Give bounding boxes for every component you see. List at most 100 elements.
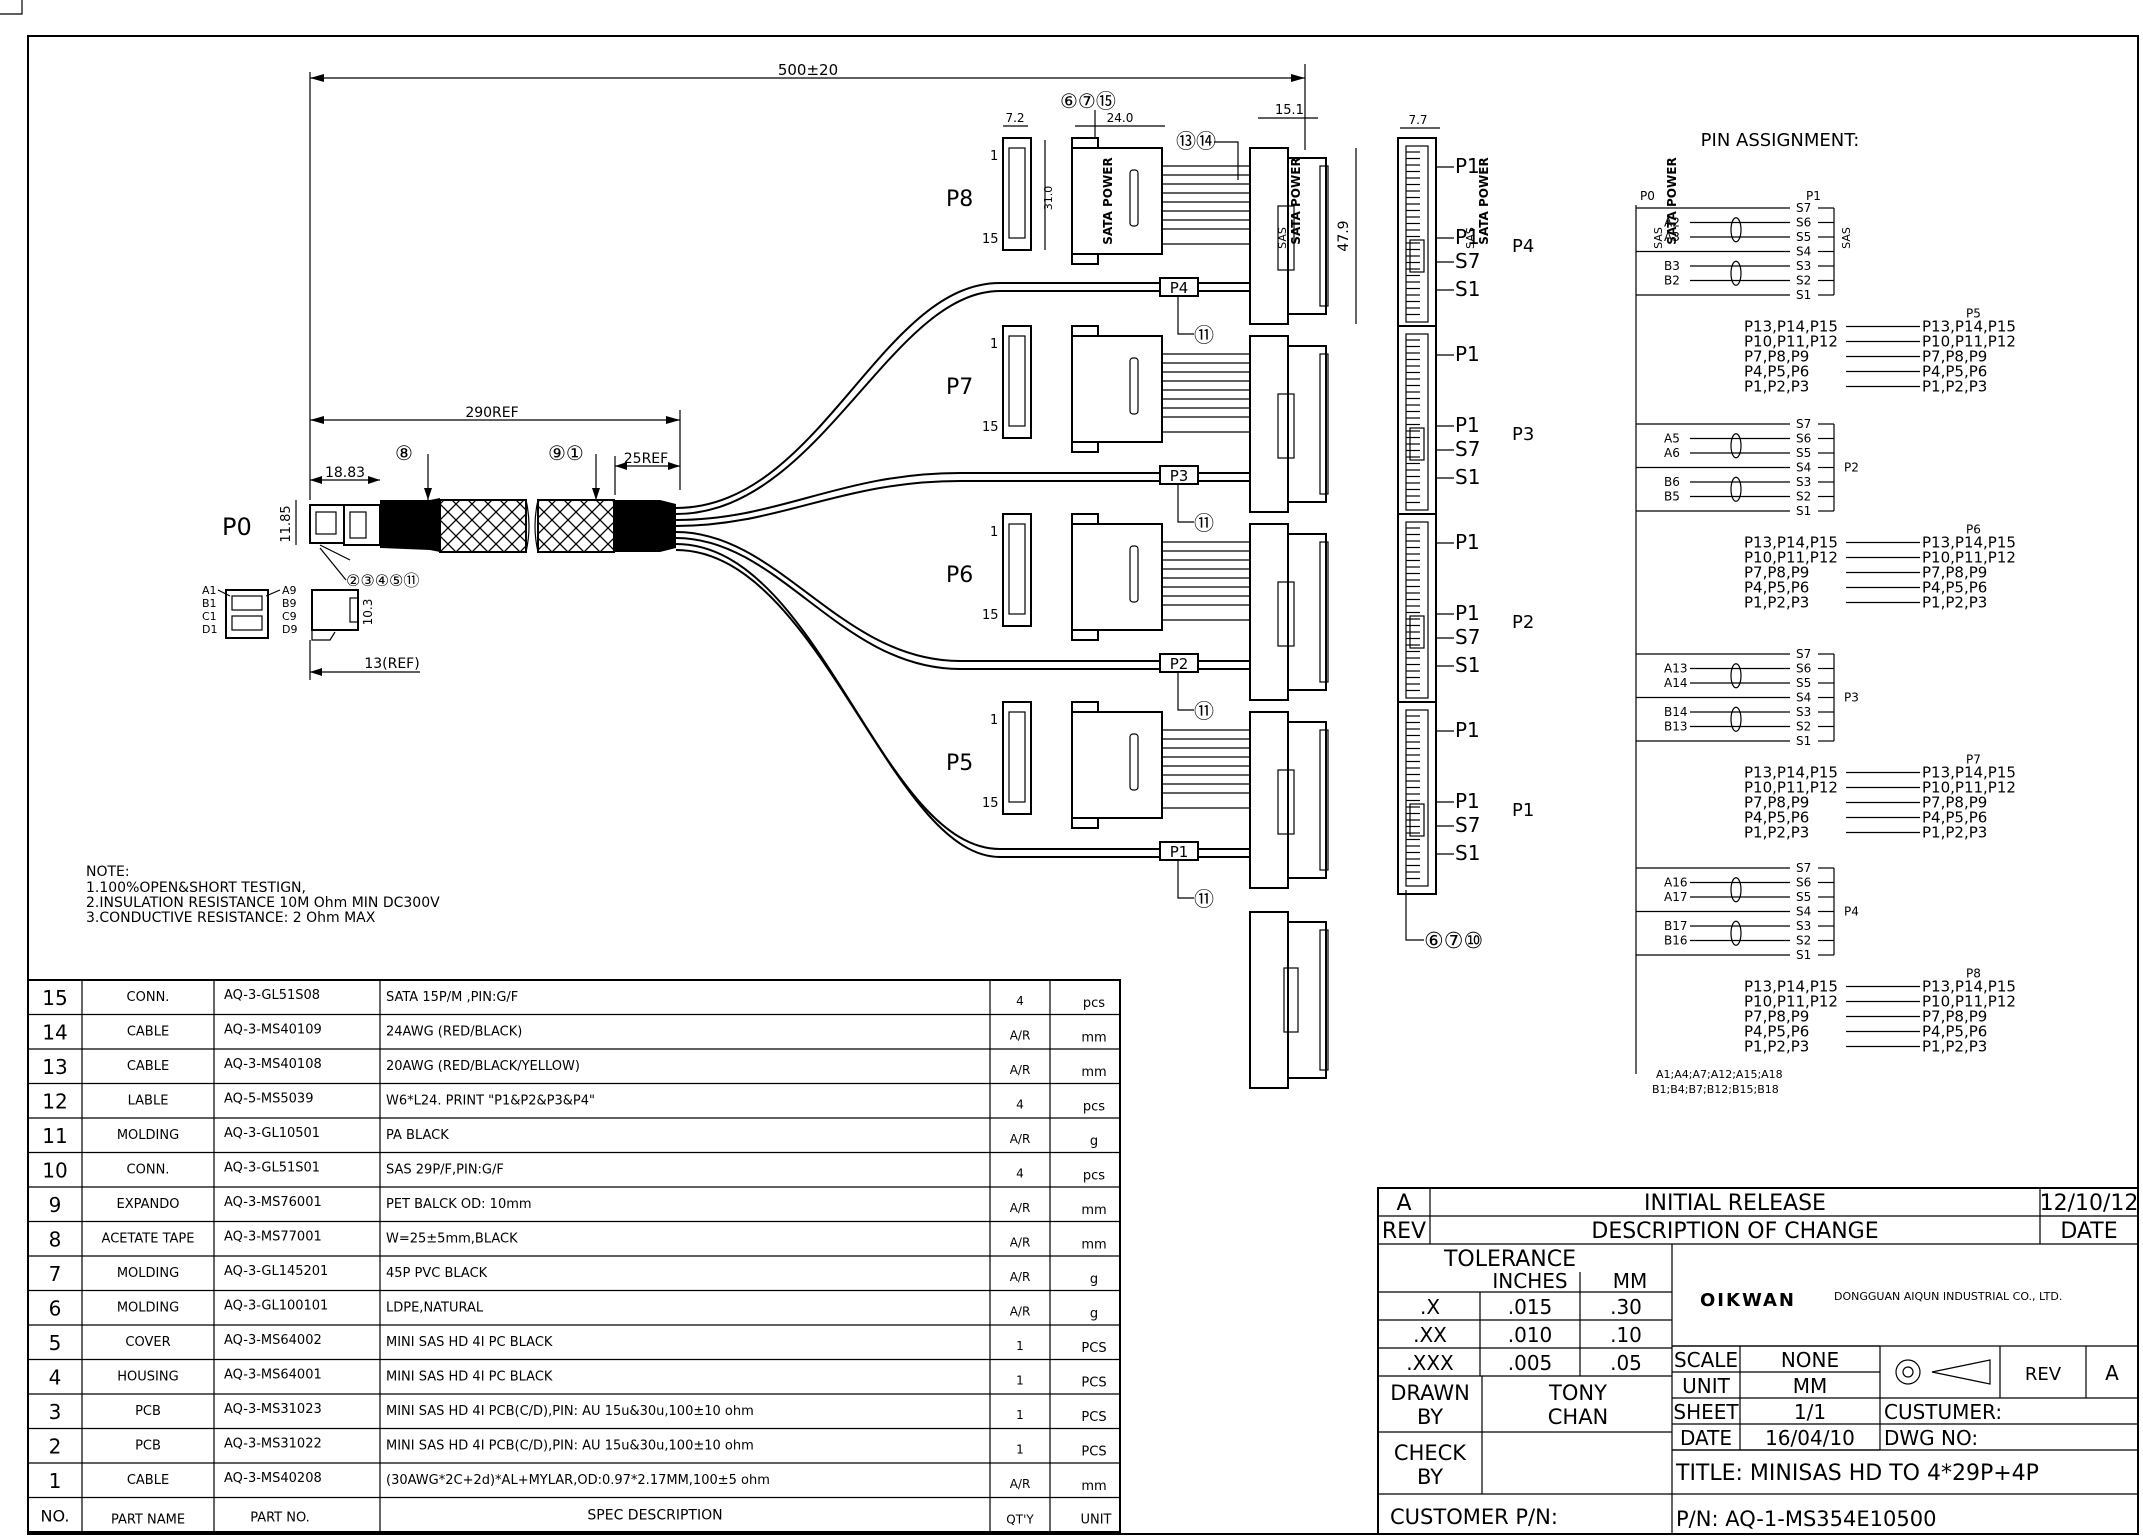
sas-side-inner (1405, 333, 1429, 511)
tb-tol-mm: .05 (1610, 1351, 1642, 1375)
bom-header-part: PART NO. (250, 1511, 310, 1526)
tb-inches: INCHES (1492, 1269, 1567, 1293)
sata-latch-top (1071, 513, 1099, 525)
sata-latch-bottom (1071, 629, 1099, 641)
power-row-right: P1,P2,P3 (1922, 378, 1987, 396)
sas-key (1409, 803, 1425, 837)
d-10-3-label: 10.3 (361, 599, 375, 626)
s-pin-label: S3 (1796, 919, 1811, 933)
power-row-left: P7,P8,P9 (1744, 348, 1809, 366)
power-label-p5: P5 (946, 751, 973, 776)
power-label-p6: P6 (946, 563, 973, 588)
p0-label: P0 (222, 513, 252, 541)
sas-pin-p1: P1 (1455, 342, 1480, 366)
sas-label-box (1277, 205, 1295, 271)
tb-field-label: UNIT (1682, 1374, 1730, 1398)
tb-pn: P/N: AQ-1-MS354E10500 (1676, 1507, 1936, 1531)
ground-pins-a: A1;A4;A7;A12;A15;A18 (1656, 1068, 1783, 1081)
note-line-1: 1.100%OPEN&SHORT TESTIGN, (86, 880, 306, 896)
bom-no: 10 (42, 1159, 67, 1183)
balloon-11: ⑪ (1194, 511, 1214, 535)
power-row-right: P4,P5,P6 (1922, 1023, 1987, 1041)
bom-qty: 4 (1016, 994, 1024, 1008)
s-pin-label: S1 (1796, 504, 1811, 518)
sas-side-view (1397, 513, 1437, 707)
sas-side-view (1397, 701, 1437, 895)
bom-header-no: NO. (41, 1507, 70, 1526)
tb-check-label-2: BY (1417, 1465, 1443, 1489)
sas-pin-p1: P1 (1455, 154, 1480, 178)
bom-unit: PCS (1081, 1445, 1106, 1460)
balloon-6-7-15: ⑥⑦⑮ (1060, 89, 1116, 113)
title-block-frame (1377, 1187, 2139, 1535)
power-row-right: P10,P11,P12 (1922, 779, 2016, 797)
power-row-right: P13,P14,P15 (1922, 764, 2016, 782)
balloon-11-leader (1177, 672, 1194, 711)
dimension-18-83: 18.83 (310, 465, 380, 484)
bom-part-no: AQ-3-MS40109 (224, 1023, 322, 1038)
tb-rev-letter: A (1396, 1191, 1411, 1216)
bom-no: 13 (42, 1055, 67, 1079)
tb-tol-in: .010 (1508, 1323, 1553, 1347)
tb-company-logo: OIKWAN (1700, 1290, 1796, 1311)
balloon-11-leader (1177, 484, 1194, 523)
projection-inner-icon (1902, 1366, 1914, 1378)
s-pin-label: S3 (1796, 705, 1811, 719)
bom-no: 1 (49, 1469, 62, 1493)
pair-pin-label: B13 (1664, 720, 1688, 734)
bom-no: 4 (49, 1366, 62, 1390)
tb-field-value: 1/1 (1794, 1400, 1826, 1424)
d-25ref-label: 25REF (624, 451, 668, 467)
dims-sata-top: 7.2 24.0 31.0 15.1 47.9 7.7 (1003, 103, 1440, 324)
power-row-right: P13,P14,P15 (1922, 978, 2016, 996)
braided-sleeve-left (439, 499, 527, 553)
tb-rev-label2: REV (2025, 1364, 2062, 1385)
sata-latch-bottom (1071, 253, 1099, 265)
bom-part-no: AQ-3-MS76001 (224, 1195, 322, 1210)
pin-header-p1: P1 (1806, 189, 1821, 203)
projection-circle-icon (1895, 1359, 1921, 1385)
s-pin-label: S5 (1796, 230, 1811, 244)
cable-tag-p3: P3 (1170, 467, 1189, 485)
sas-pin-s7: S7 (1455, 813, 1480, 837)
twisted-pair-mark (1730, 217, 1742, 243)
note-line-2: 2.INSULATION RESISTANCE 10M Ohm MIN DC30… (86, 895, 440, 911)
sas-pin-p1: P1 (1455, 413, 1480, 437)
balloon-11: ⑪ (1194, 323, 1214, 347)
bom-qty: A/R (1010, 1201, 1031, 1215)
total-length-label: 500±20 (778, 61, 838, 79)
cable-tag-p4: P4 (1170, 279, 1189, 297)
sas-key (1409, 615, 1425, 649)
power-port-label: P8 (1966, 967, 1981, 981)
sas-label-box (1277, 581, 1295, 647)
pair-pin-label: A6 (1664, 446, 1680, 460)
tb-rev-date: 12/10/12 (2040, 1191, 2139, 1216)
power-row-left: P10,P11,P12 (1744, 333, 1838, 351)
sata-power-text: SATA POWER (1477, 157, 1491, 244)
dimension-total-length: 500±20 (309, 61, 1306, 500)
tb-check-label-1: CHECK (1394, 1441, 1467, 1465)
power-row-left: P7,P8,P9 (1744, 564, 1809, 582)
pair-pin-label: A2 (1664, 216, 1680, 230)
d-18-83-label: 18.83 (325, 465, 365, 481)
power-row-right: P7,P8,P9 (1922, 1008, 1987, 1026)
sas-plug-edge (1319, 729, 1329, 871)
bom-part-name: CONN. (127, 990, 170, 1005)
twisted-pair-mark (1730, 260, 1742, 286)
sas-text: SAS (1276, 227, 1289, 249)
s-pin-label: S5 (1796, 446, 1811, 460)
bom-qty: A/R (1010, 1236, 1031, 1250)
cable-tag (1159, 465, 1199, 485)
corner-mark (0, 0, 23, 15)
sata-latch-top (1071, 137, 1099, 149)
sas-pin-s1: S1 (1455, 277, 1480, 301)
bom-part-no: AQ-3-GL51S01 (224, 1161, 320, 1176)
